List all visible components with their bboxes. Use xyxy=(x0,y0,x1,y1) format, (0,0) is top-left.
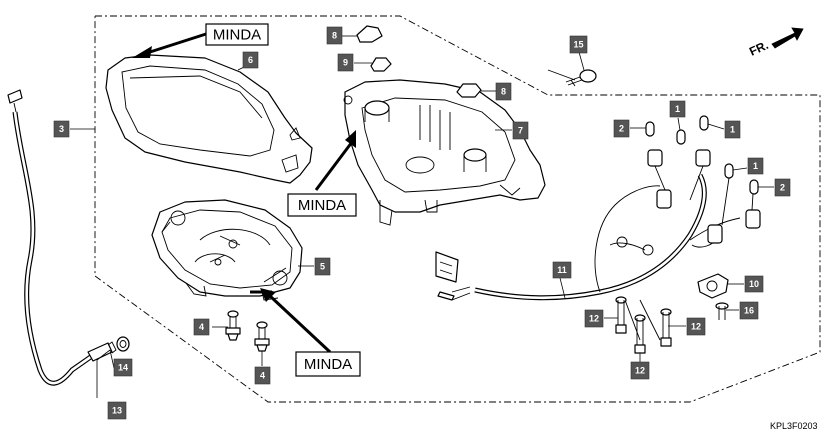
callout-15-label: 15 xyxy=(573,40,583,50)
harness-connector xyxy=(435,251,459,283)
cap-8-right[interactable] xyxy=(456,83,482,98)
callout-5-label: 5 xyxy=(320,262,325,272)
callout-4-top-label: 4 xyxy=(199,322,204,332)
minda-label-bottom: MINDA xyxy=(295,351,361,377)
cap-8-top[interactable] xyxy=(356,25,383,43)
callout-10-label: 10 xyxy=(749,279,759,289)
callout-12-right-label: 12 xyxy=(691,322,701,332)
callout-9-label: 9 xyxy=(343,58,348,68)
callout-1-mid[interactable]: 1 xyxy=(747,157,764,175)
screw-4-b[interactable] xyxy=(254,321,270,366)
bulb-1-a xyxy=(676,129,686,145)
callout-13[interactable]: 13 xyxy=(107,401,127,420)
bulb-1-b xyxy=(699,115,709,131)
screw-12-c[interactable] xyxy=(660,308,672,347)
callout-16[interactable]: 16 xyxy=(739,301,759,320)
bulb-1-c xyxy=(724,163,734,179)
diagram-code: KPL3F0203 xyxy=(770,421,818,431)
minda-label-bottom-text: MINDA xyxy=(304,356,352,373)
direction-label: FR. xyxy=(747,38,770,59)
wire-harness[interactable] xyxy=(435,173,741,341)
front-direction-indicator: FR. xyxy=(747,27,804,59)
meter-case[interactable] xyxy=(343,79,546,226)
bulb-2-b xyxy=(749,179,759,195)
callout-1-top-label: 1 xyxy=(675,104,680,114)
leader-lines xyxy=(70,32,774,398)
callout-13-label: 13 xyxy=(112,406,122,416)
callout-15[interactable]: 15 xyxy=(569,35,588,54)
callout-12-left-label: 12 xyxy=(589,314,599,324)
callout-7[interactable]: 7 xyxy=(512,121,529,140)
assembly-boundary xyxy=(94,15,821,403)
speedometer-assembly[interactable] xyxy=(151,199,303,301)
callout-2-right[interactable]: 2 xyxy=(774,178,791,197)
callout-12-left[interactable]: 12 xyxy=(584,309,604,328)
callout-1-mid-label: 1 xyxy=(753,161,758,171)
socket-left xyxy=(364,100,390,116)
callout-8-top-label: 8 xyxy=(332,31,337,41)
screw-12-b[interactable] xyxy=(634,314,646,362)
callout-4-bottom[interactable]: 4 xyxy=(254,366,271,385)
callout-4-top[interactable]: 4 xyxy=(193,318,210,336)
bulb-2-a xyxy=(645,121,655,137)
speedometer-cable[interactable] xyxy=(7,89,117,386)
callout-8-right-label: 8 xyxy=(501,87,506,97)
screw-15[interactable] xyxy=(547,69,597,87)
callout-6-label: 6 xyxy=(248,55,253,65)
callout-11[interactable]: 11 xyxy=(552,261,572,279)
callout-12-right[interactable]: 12 xyxy=(686,317,706,336)
callout-8-top[interactable]: 8 xyxy=(326,26,343,45)
clamp-10[interactable] xyxy=(697,273,729,299)
callout-1-top[interactable]: 1 xyxy=(669,100,686,118)
bulb-socket-group[interactable] xyxy=(616,115,761,256)
callout-2-left[interactable]: 2 xyxy=(613,119,630,138)
callout-3-label: 3 xyxy=(59,124,64,134)
callout-12-bottom-label: 12 xyxy=(635,366,645,376)
meter-cover[interactable] xyxy=(105,54,313,184)
callout-14-label: 14 xyxy=(118,363,128,373)
callout-11-label: 11 xyxy=(557,265,567,275)
callout-2-right-label: 2 xyxy=(780,183,785,193)
callout-14[interactable]: 14 xyxy=(113,358,133,377)
callout-12-bottom[interactable]: 12 xyxy=(630,361,650,380)
callout-2-left-label: 2 xyxy=(619,124,624,134)
callout-6[interactable]: 6 xyxy=(242,51,259,69)
callout-16-label: 16 xyxy=(744,306,754,316)
screw-4-a[interactable] xyxy=(225,310,241,341)
callout-5[interactable]: 5 xyxy=(314,257,331,276)
callout-7-label: 7 xyxy=(518,126,523,136)
callout-1-right-label: 1 xyxy=(730,125,735,135)
minda-label-middle: MINDA xyxy=(287,193,357,217)
callout-3[interactable]: 3 xyxy=(53,120,70,138)
washer-14[interactable] xyxy=(116,336,130,352)
minda-label-middle-text: MINDA xyxy=(298,197,346,214)
callout-4-bottom-label: 4 xyxy=(260,371,265,381)
cap-9[interactable] xyxy=(370,57,392,72)
arrow-icon xyxy=(771,27,804,49)
minda-label-top-text: MINDA xyxy=(213,27,261,44)
minda-label-top: MINDA xyxy=(205,23,269,46)
callout-10[interactable]: 10 xyxy=(744,275,764,293)
callout-1-right[interactable]: 1 xyxy=(724,120,741,139)
callout-8-right[interactable]: 8 xyxy=(495,82,512,101)
screw-16[interactable] xyxy=(715,302,729,320)
screw-12-a[interactable] xyxy=(615,296,627,334)
callout-9[interactable]: 9 xyxy=(337,53,354,72)
